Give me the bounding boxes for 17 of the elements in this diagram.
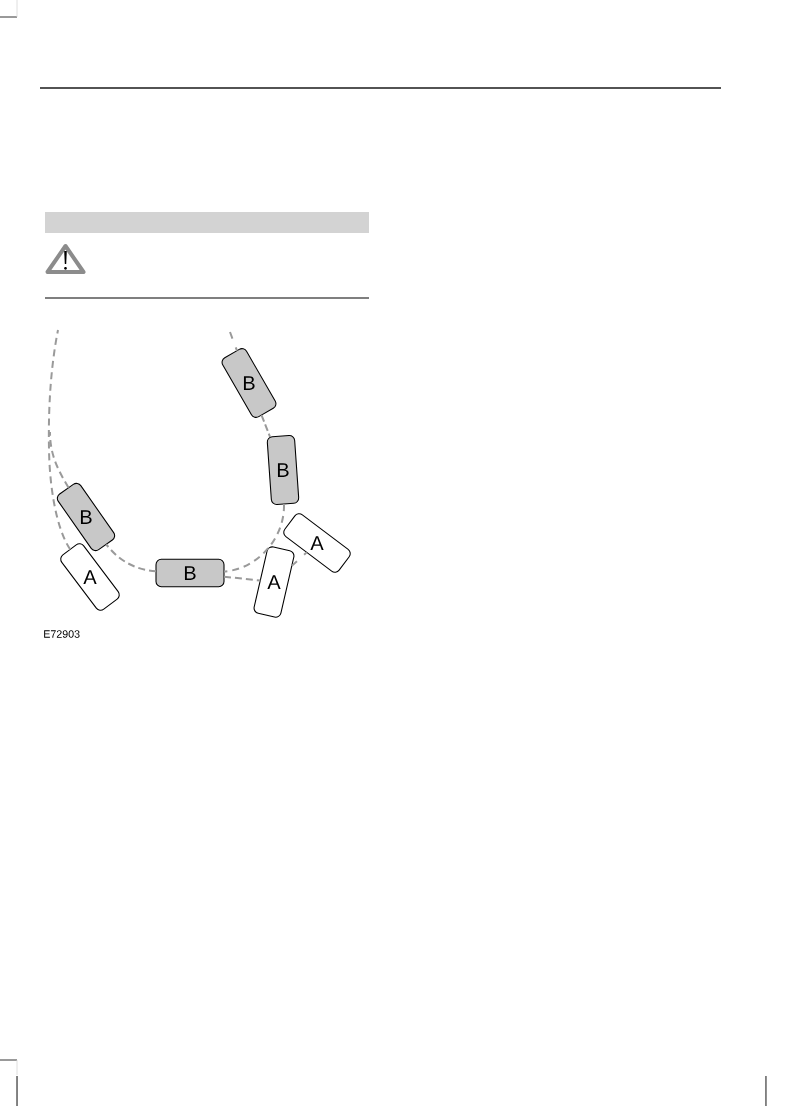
dashed-path [229, 331, 238, 352]
dashed-path [223, 575, 262, 582]
shaded-bar [45, 212, 369, 233]
dashed-path [260, 414, 272, 438]
car: B [266, 434, 300, 506]
figure-id: E72903 [44, 630, 80, 638]
dashed-path [47, 329, 72, 551]
car: A [283, 513, 351, 573]
car: A [253, 546, 295, 618]
car: B [155, 558, 225, 588]
car: B [221, 348, 277, 418]
car: B [56, 482, 116, 552]
dashed-path [105, 543, 157, 573]
car: A [60, 543, 120, 611]
dashed-path [49, 431, 70, 489]
dashed-path [223, 503, 285, 573]
dashed-path [290, 551, 308, 567]
